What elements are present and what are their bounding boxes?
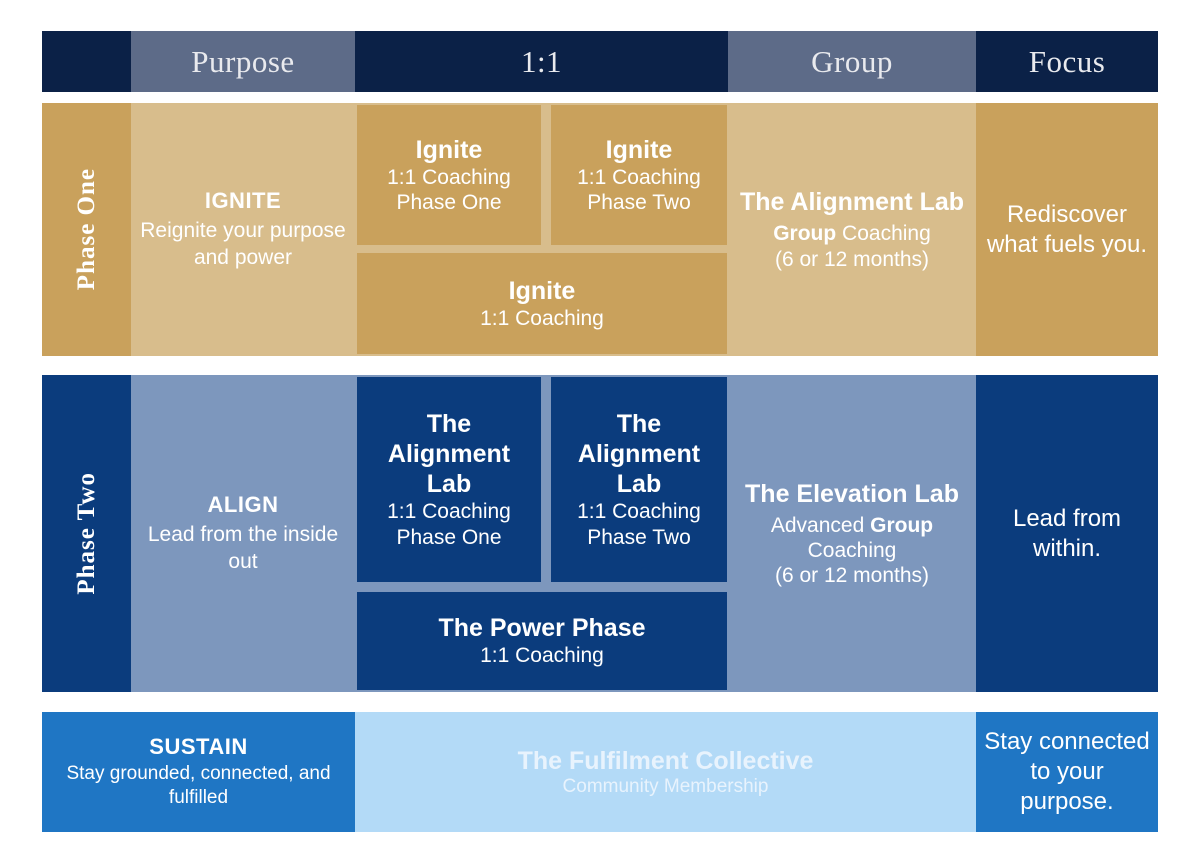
- phase-one-group-duration: (6 or 12 months): [774, 247, 930, 271]
- phase-one-group-title: The Alignment Lab: [739, 188, 965, 217]
- phase-two-group-cell[interactable]: The Elevation Lab Advanced Group Coachin…: [728, 375, 976, 692]
- header-cell-focus: Focus: [976, 31, 1158, 92]
- phase-two-1to1-card-c-line2: 1:1 Coaching: [480, 644, 604, 668]
- phase-two-purpose-cell: ALIGN Lead from the inside out: [131, 375, 355, 692]
- phase-two-focus-cell: Lead from within.: [976, 375, 1158, 692]
- phase-two-group-detail-bold: Group: [870, 513, 934, 537]
- phase-one-1to1-card-c[interactable]: Ignite 1:1 Coaching: [357, 253, 727, 354]
- sustain-subtitle: Stay grounded, connected, and fulfilled: [66, 763, 331, 809]
- phase-two-1to1-card-b-title-line2: Alignment: [577, 440, 701, 469]
- phase-two-spine-label: Phase Two: [72, 472, 100, 595]
- phase-one-1to1-card-c-title: Ignite: [508, 276, 576, 305]
- fulfilment-collective-subtitle: Community Membership: [562, 775, 769, 797]
- phase-two-group-detail: Advanced Group Coaching: [736, 513, 968, 563]
- phase-one-spine-label: Phase One: [72, 168, 100, 291]
- phase-two-purpose-subtitle: Lead from the inside out: [147, 523, 339, 573]
- phase-one-purpose-subtitle: Reignite your purpose and power: [140, 219, 346, 269]
- phase-two-1to1-card-b-line2: 1:1 Coaching: [577, 500, 701, 524]
- phase-one-1to1-card-c-line2: 1:1 Coaching: [480, 306, 604, 330]
- phase-two-1to1-card-a-title-line1: The: [426, 410, 472, 439]
- phase-one-1to1-card-b-line3: Phase Two: [587, 191, 691, 214]
- header-cell-group: Group: [728, 31, 976, 92]
- phase-one-focus-text: Rediscover what fuels you.: [986, 200, 1148, 258]
- phase-one-group-detail: Group Coaching: [773, 221, 931, 246]
- phase-one-purpose-title: IGNITE: [204, 188, 282, 214]
- phase-two-spine: Phase Two: [42, 375, 131, 692]
- phase-two-1to1-card-b-title-line1: The: [616, 410, 662, 439]
- phase-two-1to1-card-a-line2: 1:1 Coaching: [387, 500, 511, 524]
- phase-two-focus-text: Lead from within.: [1012, 504, 1122, 562]
- sustain-title: SUSTAIN: [149, 734, 248, 760]
- phase-two-1to1-card-b[interactable]: The Alignment Lab 1:1 Coaching Phase Two: [551, 377, 727, 582]
- phase-one-1to1-card-a-line2: 1:1 Coaching: [387, 165, 511, 189]
- phase-one-1to1-card-a-title: Ignite: [415, 135, 483, 164]
- phase-two-group-title: The Elevation Lab: [745, 479, 959, 508]
- header-cell-purpose: Purpose: [131, 31, 355, 92]
- header-cell-blank: [42, 31, 131, 92]
- phase-one-1to1-card-b-line2: 1:1 Coaching: [577, 165, 701, 189]
- sustain-focus-cell: Stay connected to your purpose.: [976, 712, 1158, 832]
- phase-one-1to1-card-a-line3: Phase One: [396, 191, 502, 214]
- sustain-focus-text: Stay connected to your purpose.: [984, 728, 1150, 815]
- phase-two-1to1-card-a-title-line2: Alignment: [387, 440, 511, 469]
- phase-one-1to1-card-a[interactable]: Ignite 1:1 Coaching Phase One: [357, 105, 541, 245]
- phase-one-group-detail-bold: Group: [773, 222, 837, 246]
- phase-two-1to1-card-a[interactable]: The Alignment Lab 1:1 Coaching Phase One: [357, 377, 541, 582]
- phase-two-1to1-card-b-title-line3: Lab: [616, 470, 662, 499]
- phase-two-group-duration: (6 or 12 months): [774, 564, 930, 588]
- phase-one-group-cell[interactable]: The Alignment Lab Group Coaching (6 or 1…: [728, 103, 976, 356]
- phase-one-1to1-card-b[interactable]: Ignite 1:1 Coaching Phase Two: [551, 105, 727, 245]
- phase-two-1to1-card-a-line3: Phase One: [396, 525, 502, 549]
- phase-two-1to1-card-a-title-line3: Lab: [426, 470, 472, 499]
- phase-one-purpose-cell: IGNITE Reignite your purpose and power: [131, 103, 355, 356]
- phase-one-1to1-card-b-title: Ignite: [605, 135, 673, 164]
- header-cell-one-to-one: 1:1: [355, 31, 728, 92]
- phase-one-group-detail-rest: Coaching: [836, 222, 931, 246]
- phase-two-group-detail-post: Coaching: [807, 539, 897, 563]
- phase-two-purpose-title: ALIGN: [207, 492, 279, 518]
- phase-two-1to1-card-c[interactable]: The Power Phase 1:1 Coaching: [357, 592, 727, 690]
- fulfilment-collective-title: The Fulfilment Collective: [517, 746, 814, 775]
- fulfilment-collective-cell[interactable]: The Fulfilment Collective Community Memb…: [355, 712, 976, 832]
- phase-two-1to1-card-b-line3: Phase Two: [587, 525, 691, 549]
- sustain-purpose-cell: SUSTAIN Stay grounded, connected, and fu…: [42, 712, 355, 832]
- phase-two-group-detail-pre: Advanced: [770, 513, 871, 537]
- phase-one-spine: Phase One: [42, 103, 131, 356]
- phase-two-1to1-card-c-title: The Power Phase: [438, 614, 646, 643]
- phase-one-focus-cell: Rediscover what fuels you.: [976, 103, 1158, 356]
